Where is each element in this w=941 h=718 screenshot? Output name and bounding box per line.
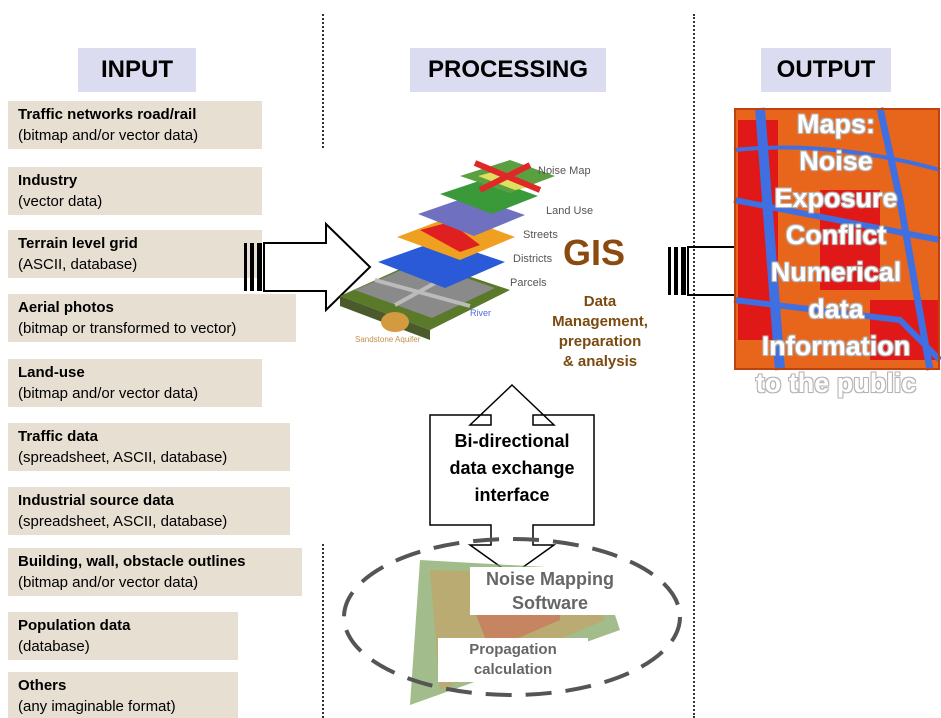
input-title: Traffic data (18, 428, 99, 445)
input-industrial-source: Industrial source data (spreadsheet, ASC… (8, 487, 290, 535)
input-title: Industry (18, 172, 78, 189)
gis-subtitle: Data Management, preparation & analysis (530, 292, 670, 372)
input-industry: Industry (vector data) (8, 167, 262, 215)
input-sub: (bitmap and/or vector data) (18, 385, 199, 402)
output-line: Information (761, 331, 911, 361)
input-population: Population data (database) (8, 612, 238, 660)
input-title: Terrain level grid (18, 235, 138, 252)
output-labels: Maps: Noise Exposure Conflict Numerical … (726, 106, 941, 402)
output-line: to the public (755, 368, 917, 398)
gis-title: GIS (563, 232, 626, 273)
input-sub: (database) (18, 638, 90, 655)
layer-label-parcels: Parcels (510, 277, 547, 289)
layer-label-land-use: Land Use (546, 205, 593, 217)
input-others: Others (any imaginable format) (8, 672, 238, 718)
gis-subtitle-line: & analysis (562, 353, 638, 370)
propagation-calculation-label: Propagation calculation (438, 638, 588, 682)
calc-line: calculation (473, 661, 553, 678)
input-aerial-photos: Aerial photos (bitmap or transformed to … (8, 294, 296, 342)
input-traffic-networks: Traffic networks road/rail (bitmap and/o… (8, 101, 262, 149)
interface-line: interface (474, 485, 550, 505)
output-line: data (808, 294, 864, 324)
gis-subtitle-line: Management, (552, 313, 648, 330)
output-line: Conflict (785, 220, 887, 250)
column-divider-right (693, 14, 695, 718)
calc-line: Propagation (469, 641, 557, 658)
header-output: OUTPUT (761, 48, 891, 92)
noise-mapping-software-label: Noise Mapping Software (470, 567, 630, 615)
input-sub: (spreadsheet, ASCII, database) (18, 513, 228, 530)
input-title: Aerial photos (18, 299, 114, 316)
output-line: Exposure (774, 183, 898, 213)
input-title: Traffic networks road/rail (18, 106, 197, 123)
input-terrain: Terrain level grid (ASCII, database) (8, 230, 262, 278)
header-processing: PROCESSING (410, 48, 606, 92)
input-title: Building, wall, obstacle outlines (18, 553, 246, 570)
input-building-outlines: Building, wall, obstacle outlines (bitma… (8, 548, 302, 596)
noise-map-image (733, 107, 941, 371)
gis-subtitle-line: preparation (558, 333, 642, 350)
input-sub: (bitmap or transformed to vector) (18, 320, 237, 337)
layer-label-streets: Streets (523, 229, 558, 241)
input-sub: (ASCII, database) (18, 256, 138, 273)
output-line: Noise (799, 146, 873, 176)
input-sub: (any imaginable format) (18, 698, 176, 715)
output-line: Numerical (770, 257, 902, 287)
column-divider-left-lower (322, 544, 324, 718)
input-sub: (bitmap and/or vector data) (18, 574, 199, 591)
gis-subtitle-line: Data (583, 293, 617, 310)
input-sub: (bitmap and/or vector data) (18, 127, 199, 144)
input-arrow (244, 221, 372, 313)
input-land-use: Land-use (bitmap and/or vector data) (8, 359, 262, 407)
column-divider-left (322, 14, 324, 148)
input-title: Population data (18, 617, 131, 634)
input-sub: (spreadsheet, ASCII, database) (18, 449, 228, 466)
output-line: Maps: (796, 109, 875, 139)
layer-label-river: River (470, 308, 491, 318)
input-title: Land-use (18, 364, 85, 381)
gis-layer-stack-icon (340, 160, 555, 340)
software-ellipse (342, 537, 682, 697)
software-title-line: Software (511, 593, 589, 613)
input-sub: (vector data) (18, 193, 103, 210)
header-input: INPUT (78, 48, 196, 92)
interface-line: data exchange (449, 458, 575, 478)
input-traffic-data: Traffic data (spreadsheet, ASCII, databa… (8, 423, 290, 471)
software-title-line: Noise Mapping (485, 569, 614, 589)
interface-line: Bi-directional (454, 431, 570, 451)
interface-label: Bi-directional data exchange interface (430, 428, 594, 509)
layer-label-aquifer: Sandstone Aquifer (355, 335, 421, 344)
input-title: Industrial source data (18, 492, 174, 509)
layer-label-districts: Districts (513, 253, 553, 265)
input-title: Others (18, 677, 67, 694)
layer-label-noise-map: Noise Map (538, 165, 591, 177)
